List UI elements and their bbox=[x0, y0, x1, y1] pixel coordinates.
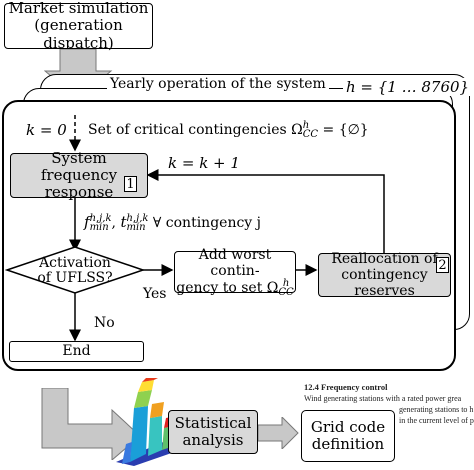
statistical-analysis-box: Statistical analysis bbox=[168, 410, 258, 454]
document-snippet: 12.4 Frequency control Wind generating s… bbox=[304, 382, 474, 440]
step-2-badge: 2 bbox=[436, 257, 449, 273]
add-worst-line2: gency to set Ω bbox=[176, 280, 279, 297]
add-worst-sup: h bbox=[282, 278, 290, 290]
critical-set-text: Set of critical contingencies Ω bbox=[88, 122, 303, 138]
contingency-tail: ∀ contingency j bbox=[152, 215, 262, 231]
grid-code-line1: Grid code bbox=[310, 417, 386, 436]
hour-range-label: h = {1 … 8760} bbox=[343, 78, 473, 96]
step-1-badge: 1 bbox=[124, 176, 137, 192]
tmin-sub: min bbox=[126, 222, 146, 233]
grid-code-box: Grid code definition bbox=[301, 410, 395, 462]
critical-set-value: = {∅} bbox=[318, 122, 369, 138]
yes-label: Yes bbox=[143, 286, 167, 302]
decision-diamond bbox=[5, 246, 145, 294]
yearly-operation-label: Yearly operation of the system bbox=[107, 76, 329, 92]
critical-set-sup: h bbox=[302, 120, 310, 131]
k-init-label: k = 0 bbox=[26, 121, 67, 139]
add-worst-sub: CC bbox=[278, 287, 294, 299]
reallocation-line1: Reallocation of bbox=[331, 250, 438, 267]
doc-heading: 12.4 Frequency control bbox=[304, 382, 388, 392]
right-block-arrow bbox=[258, 417, 299, 449]
market-simulation-line2: (generation dispatch) bbox=[34, 16, 123, 52]
statistical-line2: analysis bbox=[182, 431, 244, 449]
reallocation-line2: contingency reserves bbox=[341, 266, 428, 300]
doc-line2: generating stations to h bbox=[399, 405, 474, 414]
activation-line2: of UFLSS? bbox=[37, 270, 113, 286]
fmin-sub: min bbox=[89, 222, 109, 233]
critical-set-sub: CC bbox=[302, 129, 319, 140]
system-frequency-line1: System frequency bbox=[40, 148, 118, 184]
decision-text: Activation of UFLSS? bbox=[5, 256, 145, 286]
end-box: End bbox=[9, 341, 144, 362]
k-update-label: k = k + 1 bbox=[168, 154, 240, 172]
market-simulation-line1: Market simulation bbox=[8, 0, 149, 18]
activation-line1: Activation bbox=[39, 255, 111, 271]
l-block-arrow bbox=[41, 388, 141, 460]
statistical-line1: Statistical bbox=[174, 413, 252, 432]
add-worst-line1: Add worst contin- bbox=[198, 246, 272, 279]
grid-code-line2: definition bbox=[311, 435, 385, 453]
no-label: No bbox=[94, 315, 115, 331]
doc-line3: in the current level of p bbox=[399, 416, 474, 425]
end-label: End bbox=[62, 343, 91, 360]
market-simulation-box: Market simulation (generation dispatch) bbox=[4, 0, 153, 52]
fmin-f: f bbox=[84, 213, 90, 231]
system-frequency-line2: response bbox=[44, 183, 114, 202]
doc-line1: Wind generating stations with a rated po… bbox=[304, 394, 462, 403]
tmin-t: t bbox=[120, 213, 127, 231]
reallocation-box: Reallocation of contingency reserves bbox=[318, 250, 451, 300]
tmin-sup: h,j,k bbox=[126, 213, 149, 224]
fmin-sup: h,j,k bbox=[89, 213, 112, 224]
